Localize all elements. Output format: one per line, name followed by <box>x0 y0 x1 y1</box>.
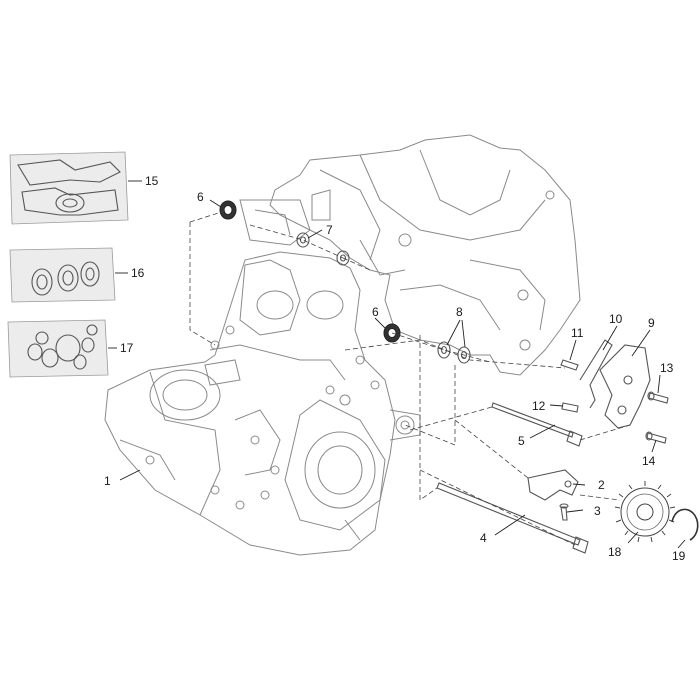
bushing-6-top <box>219 200 237 220</box>
callout-5: 5 <box>518 434 525 448</box>
pin-12 <box>561 402 579 413</box>
o-ring-kit-17 <box>7 319 109 378</box>
callout-4: 4 <box>480 531 487 545</box>
callout-7: 7 <box>326 223 333 237</box>
callout-11: 11 <box>571 326 584 340</box>
circlip-19 <box>671 508 699 541</box>
callout-14: 14 <box>642 454 656 468</box>
callout-9: 9 <box>648 316 655 330</box>
callout-8: 8 <box>456 305 463 319</box>
screw-14 <box>645 431 667 444</box>
callout-6-top: 6 <box>197 190 204 204</box>
sprocket-18 <box>614 481 676 543</box>
screw-3 <box>559 503 569 521</box>
callout-12: 12 <box>532 399 546 413</box>
dashed-alignment-lines <box>189 209 631 546</box>
callout-1: 1 <box>104 474 111 488</box>
callout-15: 15 <box>145 174 159 188</box>
seal-kit-16 <box>9 247 116 303</box>
plate-10 <box>579 339 613 409</box>
pin-11 <box>560 359 579 371</box>
screw-13 <box>647 391 669 404</box>
bracket-2 <box>527 469 579 501</box>
sprocket-guard-9 <box>599 344 651 429</box>
washer-7 <box>296 232 350 266</box>
callout-13: 13 <box>660 361 674 375</box>
engine-assembly <box>104 251 421 556</box>
callout-3: 3 <box>594 504 601 518</box>
leader-lines <box>108 180 686 549</box>
callout-18: 18 <box>608 545 622 559</box>
callout-17: 17 <box>120 341 134 355</box>
callout-6-mid: 6 <box>372 305 379 319</box>
callout-2: 2 <box>598 478 605 492</box>
callout-labels: 1 2 3 4 5 6 6 7 8 9 10 11 12 13 14 15 16… <box>104 174 686 563</box>
bolt-4 <box>436 482 589 554</box>
callout-16: 16 <box>131 266 145 280</box>
callout-19: 19 <box>672 549 686 563</box>
gasket-kit-15 <box>9 151 129 225</box>
callout-10: 10 <box>609 312 623 326</box>
bolt-5 <box>491 402 583 447</box>
frame-assembly <box>239 134 581 376</box>
